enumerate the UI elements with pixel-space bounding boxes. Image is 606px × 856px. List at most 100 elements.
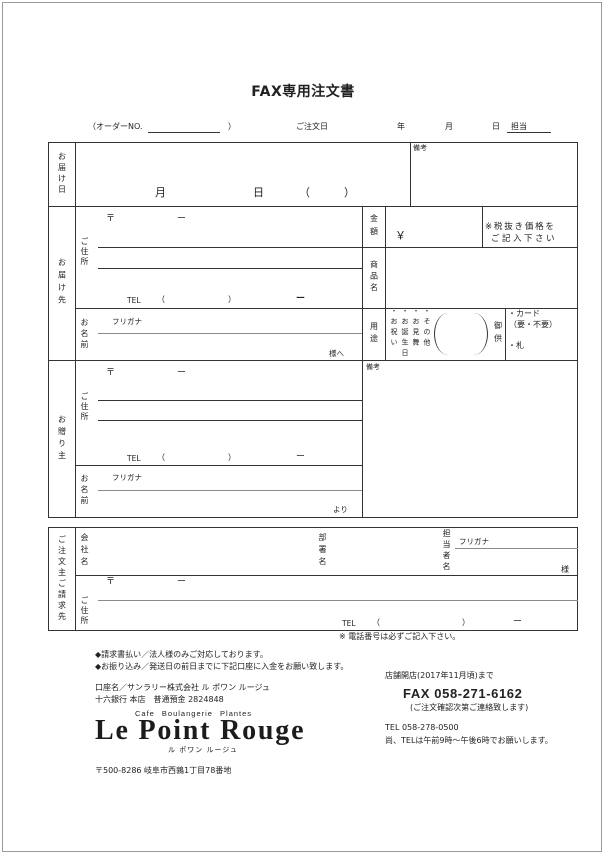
recipient-address-label-cell: ご住所: [78, 234, 90, 270]
orderer-tel-label: TEL: [342, 619, 356, 628]
remarks-divider: [410, 142, 411, 206]
offering-label-cell: 御供: [490, 308, 505, 360]
purpose-option-celebration: ・お祝い: [390, 307, 398, 349]
phone-note: ※ 電話番号は必ずご記入下さい。: [339, 632, 461, 641]
tel-hours-note: 尚、TELは午前9時〜午後6時でお願いします。: [385, 736, 553, 745]
order-date-day: 日: [492, 122, 500, 131]
delivery-remarks-label: 備考: [413, 144, 427, 152]
card-divider: [505, 308, 506, 360]
card-options: （要・不要）: [509, 320, 557, 329]
orderer-furigana-line: [455, 548, 578, 549]
orderer-postal-mark: 〒: [106, 577, 116, 587]
sender-name-divider: [75, 465, 362, 466]
recipient-name-label-cell: お名前: [78, 315, 90, 353]
sender-postal-dash: ー: [177, 368, 187, 378]
tag-label: ・札: [508, 341, 524, 350]
amount-label-cell: 金額: [362, 206, 385, 247]
page-title: FAX専用注文書: [251, 84, 355, 100]
purpose-option-other: ・その他: [423, 307, 431, 349]
recipient-honorific: 様へ: [329, 349, 344, 358]
recipient-tel-open: （: [157, 295, 165, 304]
department-label-cell: 部署名: [316, 530, 328, 572]
tax-note-line-1: ※税抜き価格を: [485, 222, 556, 232]
recipient-postal-dash: ー: [177, 214, 187, 224]
recipient-furigana-label: フリガナ: [112, 317, 142, 326]
center-divider: [362, 206, 363, 517]
purpose-label: 用途: [369, 322, 379, 346]
card-label: ・カード: [508, 309, 540, 318]
recipient-address-line: [98, 268, 362, 269]
sender-tel-close: ）: [228, 453, 236, 462]
recipient-furigana-line: [98, 333, 362, 334]
sender-label: お贈り主: [57, 414, 67, 463]
shop-tagline: Cafe Boulangerie Plantes: [135, 709, 253, 718]
sender-address-label: ご住所: [80, 392, 89, 422]
right-label-column-divider: [385, 206, 386, 360]
orderer-label-cell: ご注文主ご請求先: [48, 527, 75, 630]
delivery-date-label-cell: お届け日: [48, 142, 75, 206]
offering-label: 御供: [493, 321, 503, 347]
purpose-option-get-well: ・お見舞: [412, 307, 420, 349]
staff-underline: [507, 132, 551, 133]
order-no-label: （オーダーNO.: [88, 122, 143, 131]
order-date-month: 月: [445, 122, 453, 131]
section-divider: [48, 360, 578, 361]
order-no-underline: [148, 132, 220, 133]
shop-name-kana: ル ポワン ルージュ: [168, 746, 238, 754]
contact-until-note: 店舗開店(2017年11月頃)まで: [385, 671, 494, 680]
sender-postal-mark: 〒: [106, 368, 116, 378]
delivery-weekday-close: ）: [344, 186, 355, 199]
delivery-month: 月: [155, 186, 166, 199]
orderer-honorific: 様: [561, 565, 569, 574]
notice-invoice: ◆請求書払い／法人様のみご対応しております。: [95, 650, 268, 659]
label-column-divider: [75, 142, 76, 517]
bank-account-number: 十六銀行 本店 普通預金 2824848: [95, 695, 224, 704]
section-divider: [48, 206, 578, 207]
recipient-name-divider: [75, 308, 362, 309]
tax-note-line-2: ご記入下さい: [491, 234, 558, 244]
contact-person-label: 担当者名: [442, 529, 451, 573]
product-divider: [362, 308, 578, 309]
sender-tel-open: （: [157, 453, 165, 462]
recipient-address-label: ご住所: [80, 237, 89, 267]
sender-furigana-line: [98, 490, 362, 491]
orderer-address-label: ご住所: [80, 596, 89, 626]
orderer-row-divider: [75, 575, 578, 576]
sender-remarks-label: 備考: [366, 363, 380, 371]
recipient-address-line: [98, 247, 362, 248]
delivery-weekday-open: （: [299, 186, 310, 199]
shop-address: 〒500-8286 岐阜市西鶉1丁目78番地: [95, 766, 232, 775]
amount-note-divider: [482, 206, 483, 247]
sender-address-label-cell: ご住所: [78, 390, 90, 424]
recipient-label: お届け先: [57, 258, 67, 308]
recipient-name-label: お名前: [80, 317, 89, 351]
company-label: 会社名: [80, 533, 89, 569]
staff-label: 担当: [511, 122, 527, 131]
sender-label-cell: お贈り主: [48, 360, 75, 517]
sender-tel-label: TEL: [127, 454, 141, 463]
yen-sign: ￥: [395, 229, 406, 242]
contact-person-label-cell: 担当者名: [440, 528, 452, 574]
order-date-label: ご注文日: [296, 122, 328, 131]
sender-address-line: [98, 400, 362, 401]
bank-account-name: 口座名／サンラリー株式会社 ル ポワン ルージュ: [95, 683, 270, 692]
orderer-postal-dash: ー: [177, 577, 187, 587]
amount-divider: [362, 247, 578, 248]
purpose-label-cell: 用途: [362, 308, 385, 360]
purpose-option-birthday: ・お誕生日: [401, 307, 409, 360]
sender-name-label-cell: お名前: [78, 472, 90, 508]
recipient-postal-mark: 〒: [106, 214, 116, 224]
main-form-box: [48, 142, 578, 518]
company-label-cell: 会社名: [78, 530, 90, 572]
orderer-address-label-cell: ご住所: [78, 596, 90, 626]
orderer-label-column-divider: [75, 527, 76, 630]
product-label-cell: 商品名: [362, 247, 385, 308]
sender-name-label: お名前: [80, 473, 89, 507]
department-label: 部署名: [318, 533, 327, 569]
orderer-label: ご注文主ご請求先: [57, 534, 67, 623]
orderer-furigana-label: フリガナ: [459, 537, 489, 546]
orderer-tel-open: （: [372, 618, 380, 627]
purpose-other-bracket: [434, 313, 488, 355]
